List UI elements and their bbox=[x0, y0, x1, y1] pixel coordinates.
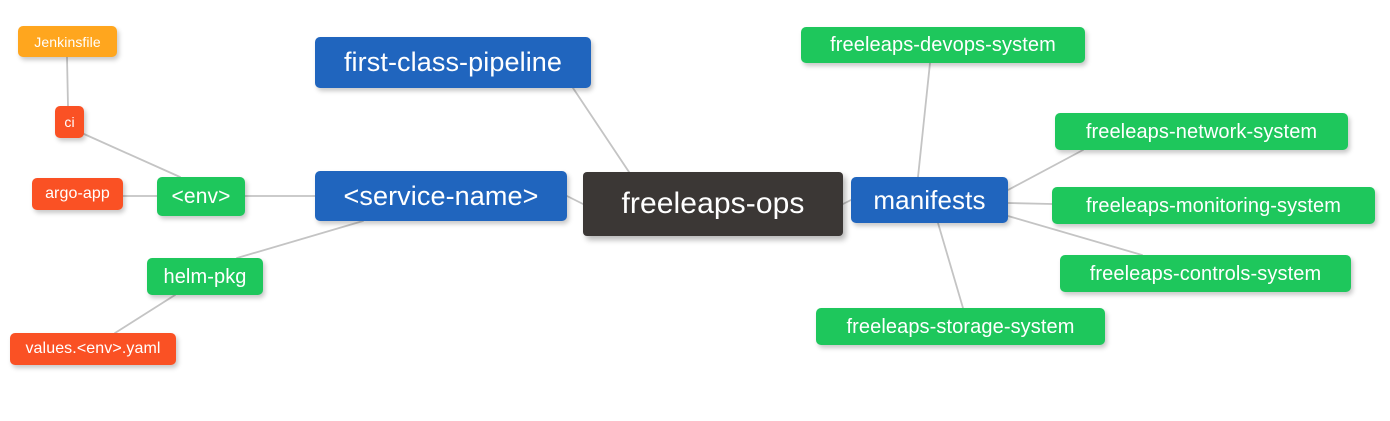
node-env[interactable]: <env> bbox=[157, 177, 245, 216]
edge-service-name-to-helm-pkg bbox=[236, 220, 364, 259]
node-values-env-yaml[interactable]: values.<env>.yaml bbox=[10, 333, 176, 365]
node-ci[interactable]: ci bbox=[55, 106, 84, 138]
node-jenkinsfile[interactable]: Jenkinsfile bbox=[18, 26, 117, 57]
edge-manifests-to-freeleaps-monitoring-system bbox=[1007, 202, 1053, 205]
node-freeleaps-controls-system[interactable]: freeleaps-controls-system bbox=[1060, 255, 1351, 292]
edge-freeleaps-ops-to-manifests bbox=[842, 199, 852, 205]
edge-manifests-to-freeleaps-network-system bbox=[1007, 149, 1084, 191]
edge-manifests-to-freeleaps-devops-system bbox=[917, 62, 931, 178]
edge-ci-to-jenkinsfile bbox=[66, 56, 69, 107]
node-freeleaps-monitoring-system[interactable]: freeleaps-monitoring-system bbox=[1052, 187, 1375, 224]
edge-manifests-to-freeleaps-storage-system bbox=[937, 222, 964, 309]
edge-freeleaps-ops-to-first-class-pipeline bbox=[572, 87, 630, 173]
node-helm-pkg[interactable]: helm-pkg bbox=[147, 258, 263, 295]
node-freeleaps-storage-system[interactable]: freeleaps-storage-system bbox=[816, 308, 1105, 345]
node-argo-app[interactable]: argo-app bbox=[32, 178, 123, 210]
node-freeleaps-network-system[interactable]: freeleaps-network-system bbox=[1055, 113, 1348, 150]
edge-helm-pkg-to-values-env-yaml bbox=[114, 294, 176, 334]
edge-freeleaps-ops-to-service-name bbox=[566, 195, 584, 205]
node-first-class-pipeline[interactable]: first-class-pipeline bbox=[315, 37, 591, 88]
node-freeleaps-ops[interactable]: freeleaps-ops bbox=[583, 172, 843, 236]
node-service-name[interactable]: <service-name> bbox=[315, 171, 567, 221]
node-freeleaps-devops-system[interactable]: freeleaps-devops-system bbox=[801, 27, 1085, 63]
edge-env-to-ci bbox=[83, 133, 181, 178]
node-manifests[interactable]: manifests bbox=[851, 177, 1008, 223]
